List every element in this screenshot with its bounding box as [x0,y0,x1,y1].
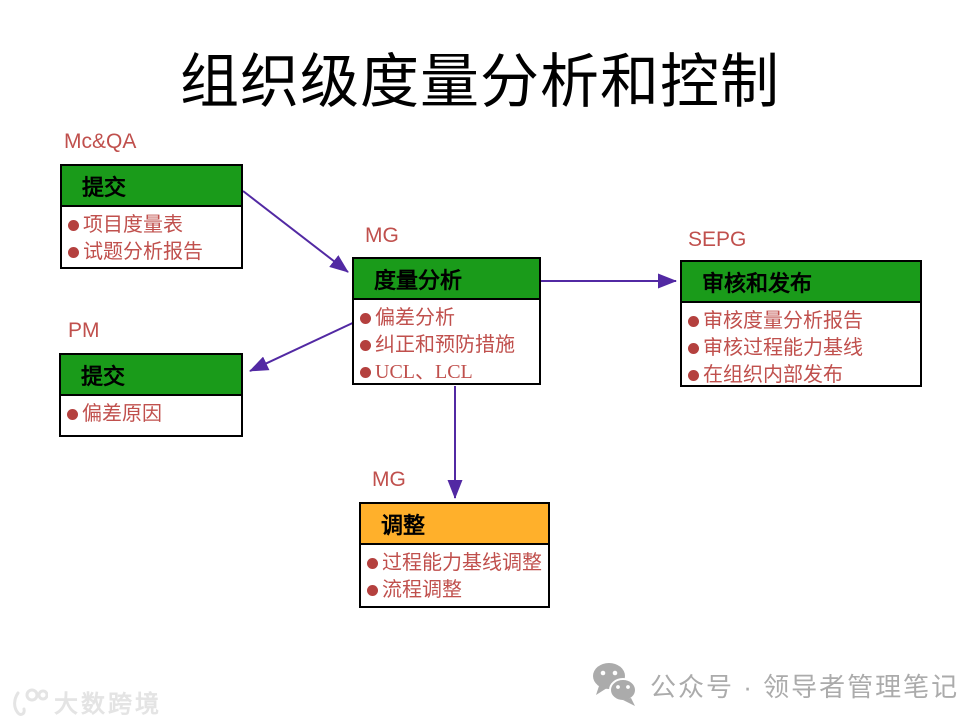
list-item: 偏差分析 [360,305,537,332]
role-label-sepg: SEPG [688,228,747,251]
footer-credit: 公众号 · 领导者管理笔记 [592,662,959,708]
item-text: 在组织内部发布 [703,364,843,386]
wechat-icon [593,663,637,706]
bullet-icon [688,316,699,327]
bullet-icon [688,343,699,354]
bullet-icon [688,370,699,381]
box-mcqa-header: 提交 [62,166,241,207]
bullet-icon [360,340,371,351]
item-text: 试题分析报告 [83,241,203,263]
bullet-icon [68,220,79,231]
box-review-publish-header: 审核和发布 [682,262,920,303]
box-mcqa-submit: 提交 项目度量表 试题分析报告 [60,164,243,269]
bullet-icon [367,558,378,569]
bullet-icon [67,409,78,420]
box-pm-header: 提交 [61,355,241,396]
item-text: 审核度量分析报告 [703,310,863,332]
list-item: 流程调整 [367,577,546,604]
list-item: 纠正和预防措施 [360,332,537,359]
bullet-icon [360,367,371,378]
watermark-logo-icon [13,688,48,716]
list-item: UCL、LCL [360,359,537,386]
watermark: 大数跨境 [10,684,162,719]
box-adjust: 调整 过程能力基线调整 流程调整 [359,502,550,608]
bullet-icon [360,313,371,324]
box-pm-body: 偏差原因 [61,396,241,430]
role-label-mg-analysis: MG [365,224,399,247]
list-item: 审核过程能力基线 [688,335,918,362]
box-mcqa-body: 项目度量表 试题分析报告 [62,207,241,268]
role-label-mg-adjust: MG [372,468,406,491]
box-pm-submit: 提交 偏差原因 [59,353,243,437]
box-measure-analysis-body: 偏差分析 纠正和预防措施 UCL、LCL [354,300,539,388]
list-item: 审核度量分析报告 [688,308,918,335]
box-review-publish: 审核和发布 审核度量分析报告 审核过程能力基线 在组织内部发布 [680,260,922,387]
item-text: 过程能力基线调整 [382,552,542,574]
item-text: UCL、LCL [375,361,473,383]
page-title: 组织级度量分析和控制 [179,49,780,115]
item-text: 偏差原因 [82,403,162,425]
list-item: 试题分析报告 [68,239,239,266]
box-measure-analysis-header: 度量分析 [354,259,539,300]
item-text: 项目度量表 [83,214,183,236]
list-item: 项目度量表 [68,212,239,239]
box-adjust-body: 过程能力基线调整 流程调整 [361,545,548,606]
box-measure-analysis: 度量分析 偏差分析 纠正和预防措施 UCL、LCL [352,257,541,385]
bullet-icon [68,247,79,258]
footer-credit-text: 公众号 · 领导者管理笔记 [650,671,960,702]
arrow-mcqa-to-analysis [242,190,349,273]
list-item: 过程能力基线调整 [367,550,546,577]
role-label-mcqa: Mc&QA [64,130,137,153]
item-text: 审核过程能力基线 [703,337,863,359]
role-label-pm: PM [68,319,100,342]
box-adjust-header: 调整 [361,504,548,545]
item-text: 偏差分析 [375,307,455,329]
list-item: 在组织内部发布 [688,362,918,389]
box-review-publish-body: 审核度量分析报告 审核过程能力基线 在组织内部发布 [682,303,920,391]
list-item: 偏差原因 [67,401,239,428]
item-text: 流程调整 [382,579,462,601]
item-text: 纠正和预防措施 [375,334,515,356]
bullet-icon [367,585,378,596]
watermark-text: 大数跨境 [54,691,162,718]
